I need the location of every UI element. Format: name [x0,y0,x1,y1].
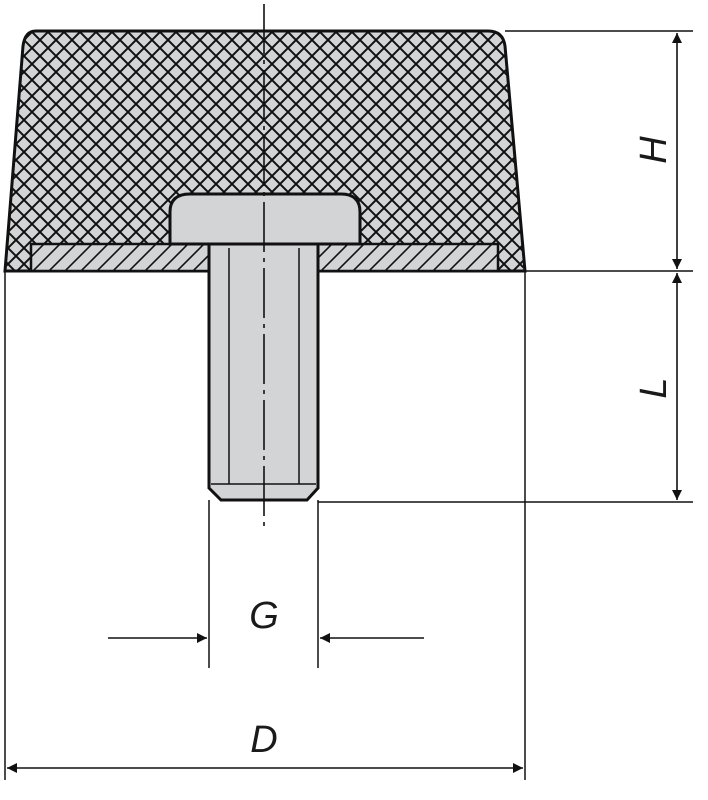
label-g: G [249,595,279,637]
label-h: H [633,136,675,164]
bolt-head [168,192,362,246]
label-d: D [250,719,277,761]
label-l: L [633,377,675,398]
